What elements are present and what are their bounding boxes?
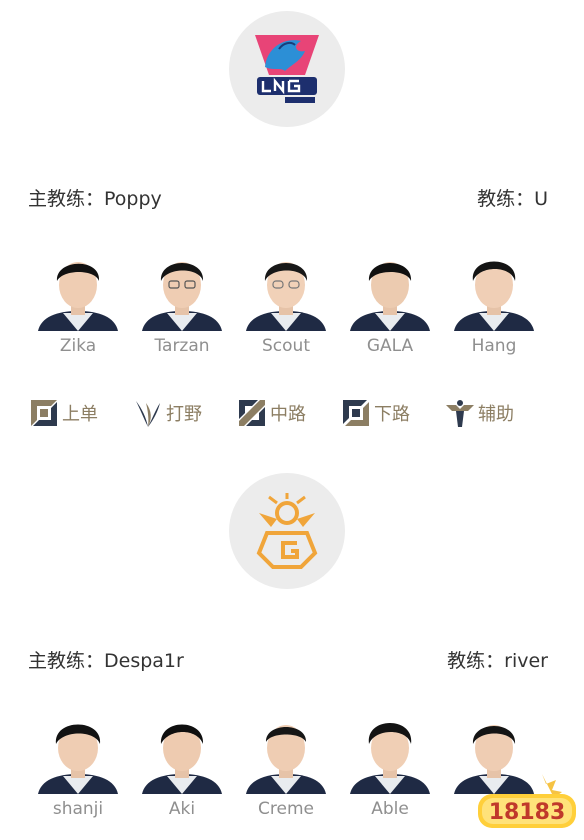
watermark-logo: 18183 bbox=[474, 770, 580, 834]
player-card[interactable]: Able bbox=[340, 710, 440, 820]
team-logo-lng bbox=[229, 11, 345, 127]
player-name: Creme bbox=[258, 799, 314, 819]
player-photo bbox=[33, 710, 123, 794]
player-card[interactable]: GALA bbox=[340, 247, 440, 357]
svg-text:18183: 18183 bbox=[489, 800, 566, 825]
player-card[interactable]: Aki bbox=[132, 710, 232, 820]
player-photo bbox=[137, 710, 227, 794]
player-photo bbox=[449, 710, 539, 794]
omg-logo bbox=[256, 493, 318, 569]
role-top-label: 上单 bbox=[62, 404, 98, 425]
watermark-badge-icon: 18183 bbox=[478, 774, 576, 828]
player-name: Hang bbox=[471, 336, 517, 356]
player-photo bbox=[345, 710, 435, 794]
team1-coach: 教练：U bbox=[477, 187, 548, 210]
player-photo bbox=[241, 710, 331, 794]
player-photo bbox=[137, 247, 227, 331]
role-jungle: 打野 bbox=[132, 396, 202, 430]
player-photo bbox=[345, 247, 435, 331]
team1-coach-row: 主教练：Poppy 教练：U bbox=[28, 183, 548, 211]
player-card[interactable]: Hang bbox=[444, 247, 544, 357]
player-name: GALA bbox=[366, 336, 414, 356]
support-icon bbox=[446, 400, 474, 427]
player-card[interactable]: p bbox=[444, 710, 544, 820]
role-mid: 中路 bbox=[236, 396, 306, 430]
jungle-icon bbox=[136, 401, 160, 427]
lng-dragon-logo bbox=[255, 35, 319, 103]
player-photo bbox=[449, 247, 539, 331]
player-name: Aki bbox=[168, 799, 196, 819]
bot-lane-icon bbox=[343, 400, 369, 426]
team2-coach-row: 主教练：Despa1r 教练：river bbox=[28, 645, 548, 673]
player-card[interactable]: shanji bbox=[28, 710, 128, 820]
player-photo bbox=[241, 247, 331, 331]
player-card[interactable]: Scout bbox=[236, 247, 336, 357]
team1-head-coach: 主教练：Poppy bbox=[28, 187, 162, 210]
team2-coach: 教练：river bbox=[447, 649, 548, 672]
team2-head-coach: 主教练：Despa1r bbox=[28, 649, 184, 672]
top-lane-icon bbox=[31, 400, 57, 426]
role-legend: 上单 打野 中路 下路 辅助 bbox=[28, 396, 528, 430]
role-mid-label: 中路 bbox=[270, 404, 306, 425]
player-name: shanji bbox=[52, 799, 104, 819]
role-support: 辅助 bbox=[444, 396, 514, 430]
team-logo-omg bbox=[229, 473, 345, 589]
role-jungle-label: 打野 bbox=[166, 404, 202, 425]
player-name: Tarzan bbox=[154, 336, 210, 356]
role-bot-label: 下路 bbox=[374, 404, 410, 425]
role-support-label: 辅助 bbox=[478, 404, 514, 425]
mid-lane-icon bbox=[239, 400, 265, 426]
player-name: Zika bbox=[59, 336, 97, 356]
role-bot: 下路 bbox=[340, 396, 410, 430]
player-card[interactable]: Tarzan bbox=[132, 247, 232, 357]
role-top: 上单 bbox=[28, 396, 98, 430]
player-name: Able bbox=[371, 799, 409, 819]
player-card[interactable]: Zika bbox=[28, 247, 128, 357]
player-card[interactable]: Creme bbox=[236, 710, 336, 820]
player-name: Scout bbox=[262, 336, 310, 356]
player-photo bbox=[33, 247, 123, 331]
